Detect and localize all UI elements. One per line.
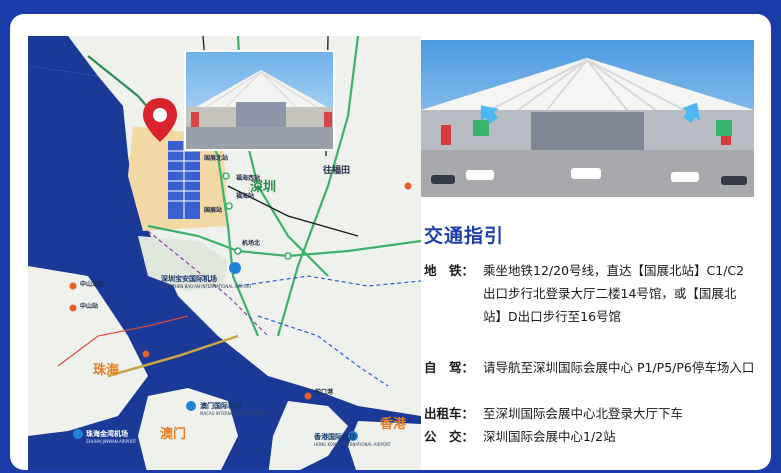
- port-label-shekou: 蛇口港: [315, 389, 334, 396]
- info-value-bus: 深圳国际会展中心1/2站: [483, 429, 616, 444]
- exhibition-center-photo-inset: [184, 50, 335, 151]
- airport-label-shenzhen: 深圳宝安国际机场: [161, 275, 217, 283]
- station-label-fuhai: 福海站: [236, 193, 255, 200]
- station-label-jichangbei: 机场北: [242, 240, 261, 247]
- info-row-drive: 自 驾： 请导航至深圳国际会展中心 P1/P5/P6停车场入口: [424, 356, 757, 402]
- info-row-bus: 公 交： 深圳国际会展中心1/2站: [424, 425, 757, 448]
- city-label-hongkong: 香港: [380, 417, 407, 432]
- info-key-taxi: 出租车：: [424, 406, 475, 421]
- content-card: 深圳 珠海 澳门 香港 国展北站 国展站 福海西站 福海站 机场北 深圳宝安国际…: [10, 14, 771, 470]
- airport-label-hongkong-en: HONG KONG INTERNATIONAL AIRPORT: [314, 442, 391, 447]
- info-value-metro: 乘坐地铁12/20号线，直达【国展北站】C1/C2出口步行北登录大厅二楼14号馆…: [483, 263, 745, 324]
- station-label-guozhanbei: 国展北站: [204, 155, 229, 162]
- info-value-drive: 请导航至深圳国际会展中心 P1/P5/P6停车场入口: [483, 360, 755, 375]
- info-row-taxi: 出租车： 至深圳国际会展中心北登录大厅下车: [424, 402, 757, 425]
- airport-label-macau: 澳门国际机场: [200, 402, 242, 410]
- airport-label-zhuhai-en: ZHUHAI JINWAN AIRPORT: [86, 439, 137, 444]
- city-label-macau: 澳门: [160, 427, 187, 442]
- station-label-fuhaixi: 福海西站: [236, 175, 261, 182]
- label-wanfu: 往福田: [323, 166, 351, 176]
- airport-label-macau-en: MACAU INTERNATIONAL AIRPORT: [200, 411, 267, 416]
- station-label-zhongshan: 中山站: [80, 303, 99, 310]
- airport-label-zhuhai: 珠海金湾机场: [86, 430, 128, 438]
- city-label-zhuhai: 珠海: [93, 363, 120, 378]
- info-row-metro: 地 铁： 乘坐地铁12/20号线，直达【国展北站】C1/C2出口步行北登录大厅二…: [424, 259, 757, 351]
- info-value-taxi: 至深圳国际会展中心北登录大厅下车: [483, 406, 684, 421]
- info-key-drive: 自 驾：: [424, 360, 475, 375]
- airport-label-shenzhen-en: SHENZHEN BAO'AN INTERNATIONAL AIRPORT: [161, 284, 252, 289]
- exhibition-center-photo: [421, 40, 754, 197]
- location-map[interactable]: 深圳 珠海 澳门 香港 国展北站 国展站 福海西站 福海站 机场北 深圳宝安国际…: [28, 36, 421, 470]
- station-label-guozhan: 国展站: [204, 207, 223, 214]
- section-title: 交通指引: [424, 225, 505, 247]
- city-label-shenzhen: 深圳: [250, 180, 277, 195]
- info-key-metro: 地 铁：: [424, 263, 475, 278]
- airport-label-hongkong: 香港国际机场: [314, 433, 356, 441]
- station-label-zhongshanbei: 中山北站: [80, 281, 105, 288]
- info-key-bus: 公 交：: [424, 429, 475, 444]
